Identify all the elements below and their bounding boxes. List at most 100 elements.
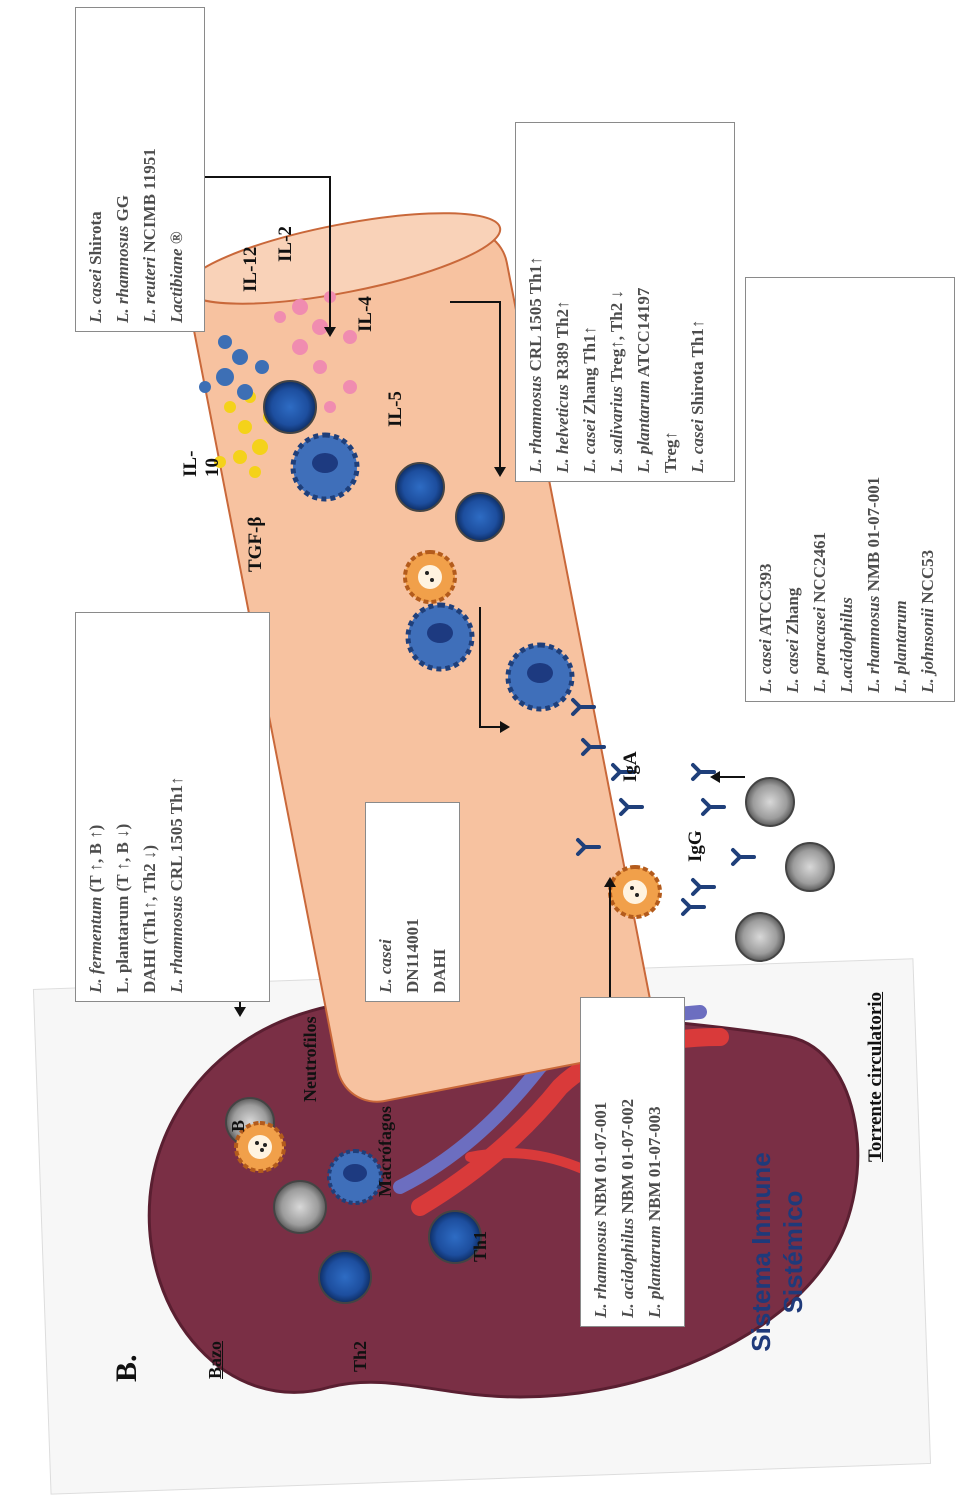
box-th-responses: L. rhamnosus CRL 1505 Th1↑L. helveticus … <box>515 122 735 482</box>
vessel-b-cell-1 <box>746 778 794 826</box>
strain-detail: NBM 01-07-001 <box>591 1102 610 1221</box>
strain-species: L. rhamnosus <box>591 1221 610 1318</box>
vessel-dendritic-3 <box>508 645 572 709</box>
strain-species: L. acidophilus <box>618 1218 637 1318</box>
strain-line: L. casei ATCC393 <box>752 286 779 693</box>
strain-line: L.acidophilus <box>833 286 860 693</box>
vessel-t-cell-2 <box>396 463 444 511</box>
strain-species: Lactibiane ® <box>167 231 186 323</box>
vessel-neutrophil-1 <box>405 552 455 602</box>
strain-species: L. plantarum <box>634 380 653 473</box>
th1-label: Th1 <box>470 1231 491 1262</box>
tgfb-label: TGF-β <box>245 517 267 572</box>
strain-species: L. casei <box>756 639 775 693</box>
strain-detail: NCIMB 11951 <box>140 148 159 257</box>
strain-species: L. paracasei <box>810 607 829 693</box>
vessel-neutrophil-2 <box>610 867 660 917</box>
strain-species: L. rhamnosus <box>113 226 132 323</box>
title-line-2: Sistémico <box>777 1137 809 1367</box>
spleen-macrophage <box>329 1151 381 1203</box>
spleen-gray-cell <box>274 1181 326 1233</box>
strain-detail: NCC53 <box>918 550 937 608</box>
il10-label: IL- 10 <box>180 451 224 477</box>
igg-label: IgG <box>685 830 707 862</box>
strain-detail: Zhang Th1↑ <box>580 326 599 419</box>
iga-label: IgA <box>620 751 642 782</box>
strain-line: L. casei Zhang Th1↑ <box>576 131 603 473</box>
strain-line: L. plantarum NBM 01-07-003 <box>641 1006 668 1318</box>
strain-detail: CRL 1505 Th1↑ <box>167 776 186 895</box>
strain-detail: ATCC14197 <box>634 288 653 381</box>
strain-species: L. helveticus <box>553 384 572 473</box>
spleen-label: Bazo <box>205 1341 226 1379</box>
strain-line: L. acidophilus NBM 01-07-002 <box>614 1006 641 1318</box>
il2-label: IL-2 <box>275 226 297 262</box>
panel-letter: B. <box>110 1354 144 1382</box>
strain-species: L. johnsonii <box>918 608 937 693</box>
strain-detail: Shirota Th1↑ <box>688 320 707 420</box>
strain-detail: DAHI <box>430 949 449 993</box>
strain-line: L. plantarum <box>887 286 914 693</box>
strain-detail: CRL 1505 Th1↑ <box>526 256 545 375</box>
strain-detail: DN114001 <box>403 918 422 993</box>
strain-species: L.acidophilus <box>837 597 856 693</box>
strain-line: L. plantarum ATCC14197 <box>630 131 657 473</box>
vessel-t-cell-1 <box>264 381 316 433</box>
il12-label: IL-12 <box>240 247 262 292</box>
strain-detail: Treg↑, Th2 ↓ <box>607 290 626 386</box>
strain-line: DAHI <box>426 811 453 993</box>
strain-line: L. casei Zhang <box>779 286 806 693</box>
strain-species: L. rhamnosus <box>864 596 883 693</box>
strain-detail: NMB 01-07-001 <box>864 477 883 596</box>
strain-detail: Shirota <box>86 211 105 269</box>
strain-line: L. rhamnosus GG <box>109 16 136 323</box>
vessel-t-cell-3 <box>456 493 504 541</box>
strain-species: L. fermentum <box>86 897 105 993</box>
strain-species: L. rhamnosus <box>167 896 186 993</box>
strain-species: L. plantarum <box>645 1225 664 1318</box>
strain-detail: L. plantarum (T ↑, B ↓) <box>113 824 132 993</box>
strain-species: L. casei <box>580 419 599 473</box>
strain-species: L. salivarius <box>607 386 626 473</box>
macrophages-label: Macrófagos <box>375 1106 396 1197</box>
strain-detail: DAHI (Th1↑, Th2 ↓) <box>140 845 159 993</box>
strain-detail: NBM 01-07-003 <box>645 1106 664 1225</box>
strain-line: L. casei Shirota Th1↑ <box>684 131 711 473</box>
title-line-1: Sistema Inmune <box>745 1137 777 1367</box>
strain-line: Treg↑ <box>657 131 684 473</box>
strain-species: L. rhamnosus <box>526 376 545 473</box>
box-spleen-strains: L. fermentum (T ↑, B ↑)L. plantarum (T ↑… <box>75 612 270 1002</box>
strain-species: L. casei <box>688 419 707 473</box>
strain-detail: Treg↑ <box>661 431 680 473</box>
strain-line: L. helveticus R389 Th2↑ <box>549 131 576 473</box>
b-cell-label: B <box>228 1120 249 1132</box>
il4-label: IL-4 <box>355 296 377 332</box>
strain-line: L. johnsonii NCC53 <box>914 286 941 693</box>
strain-line: Lactibiane ® <box>163 16 190 323</box>
figure-title: Sistema Inmune Sistémico <box>745 1137 809 1367</box>
strain-species: L. casei <box>86 269 105 323</box>
il5-label: IL-5 <box>385 391 407 427</box>
strain-line: L. fermentum (T ↑, B ↑) <box>82 621 109 993</box>
strain-species: L. plantarum <box>891 600 910 693</box>
th2-label: Th2 <box>350 1341 371 1372</box>
strain-line: L. rhamnosus NBM 01-07-001 <box>587 1006 614 1318</box>
strain-line: L. rhamnosus CRL 1505 Th1↑ <box>522 131 549 473</box>
vessel-b-cell-2 <box>786 843 834 891</box>
strain-detail: NCC2461 <box>810 532 829 607</box>
strain-line: L. rhamnosus CRL 1505 Th1↑ <box>163 621 190 993</box>
spleen-th2-cell <box>319 1251 371 1303</box>
vessel-dendritic-2 <box>408 605 472 669</box>
strain-detail: ATCC393 <box>756 563 775 639</box>
strain-species: L. casei <box>783 639 802 693</box>
strain-detail: GG <box>113 195 132 226</box>
strain-line: L. reuteri NCIMB 11951 <box>136 16 163 323</box>
strain-detail: (T ↑, B ↑) <box>86 825 105 897</box>
strain-line: L. paracasei NCC2461 <box>806 286 833 693</box>
strain-line: DAHI (Th1↑, Th2 ↓) <box>136 621 163 993</box>
vessel-dendritic-1 <box>293 435 357 499</box>
